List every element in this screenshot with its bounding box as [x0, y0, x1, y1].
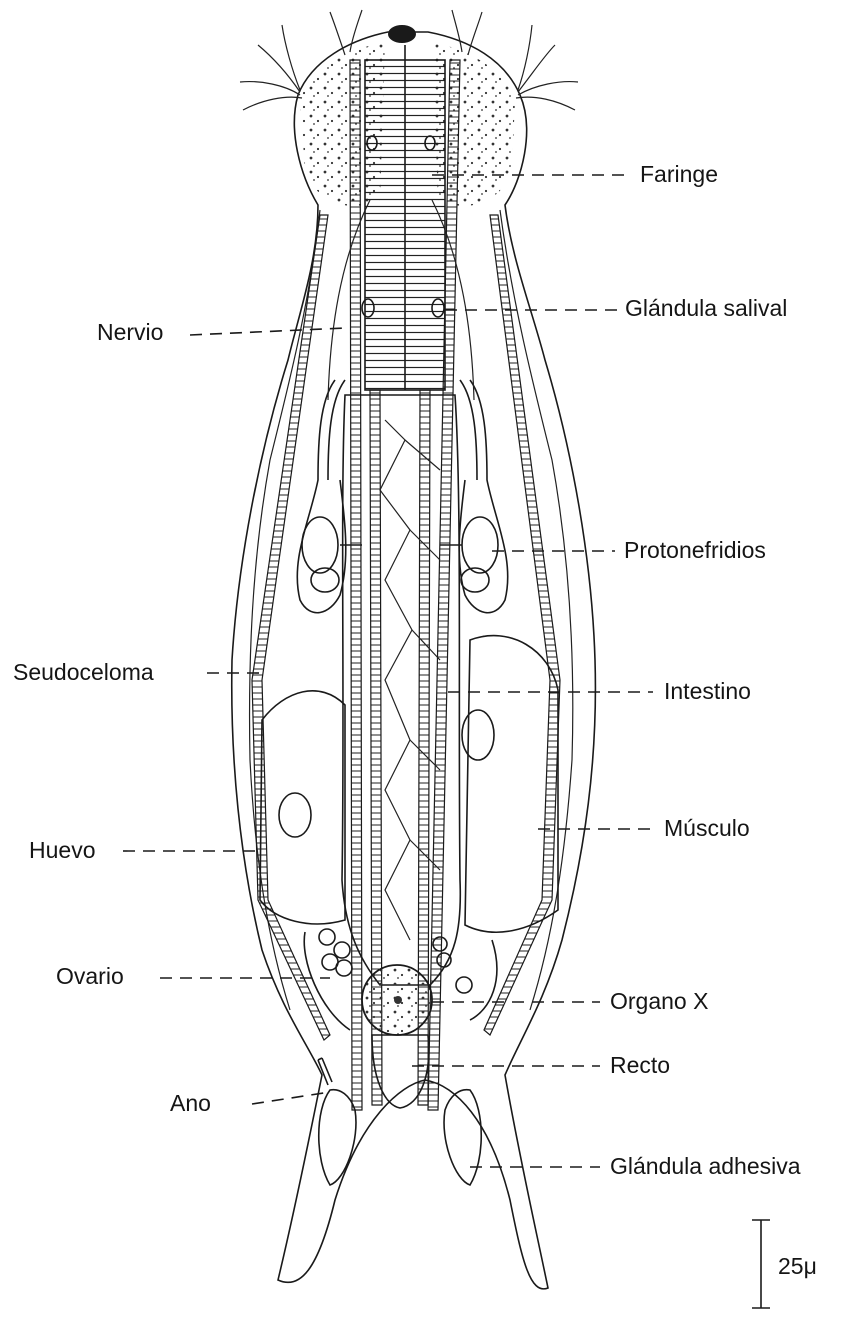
label-faringe: Faringe — [640, 163, 718, 186]
nerve-left — [328, 200, 370, 400]
label-huevo: Huevo — [29, 839, 95, 862]
muscle-left-outer — [252, 215, 330, 1040]
label-seudoceloma: Seudoceloma — [13, 661, 154, 684]
label-recto: Recto — [610, 1054, 670, 1077]
egg-left-nucleus — [279, 793, 311, 837]
label-glandula-adhesiva: Glándula adhesiva — [610, 1155, 801, 1178]
label-nervio: Nervio — [97, 321, 163, 344]
adhesive-gland-right — [444, 1090, 481, 1185]
label-glandula-salival: Glándula salival — [625, 297, 787, 320]
scale-bar-label: 25μ — [778, 1255, 817, 1278]
egg-left — [260, 691, 345, 924]
egg-right-nucleus — [462, 710, 494, 760]
leader-nervio — [190, 328, 345, 335]
organ-x-nucleus — [394, 996, 402, 1004]
muscle-left-inner — [350, 60, 362, 1110]
mouth — [388, 25, 416, 43]
leader-ano — [252, 1092, 330, 1104]
label-organo-x: Organo X — [610, 990, 708, 1013]
label-intestino: Intestino — [664, 680, 751, 703]
scale-bar — [752, 1220, 770, 1308]
label-protonefridios: Protonefridios — [624, 539, 766, 562]
intestine-cells — [380, 420, 412, 940]
label-musculo: Músculo — [664, 817, 750, 840]
muscle-right-outer — [484, 215, 560, 1035]
label-ovario: Ovario — [56, 965, 124, 988]
adhesive-gland-left — [319, 1090, 356, 1185]
label-ano: Ano — [170, 1092, 211, 1115]
